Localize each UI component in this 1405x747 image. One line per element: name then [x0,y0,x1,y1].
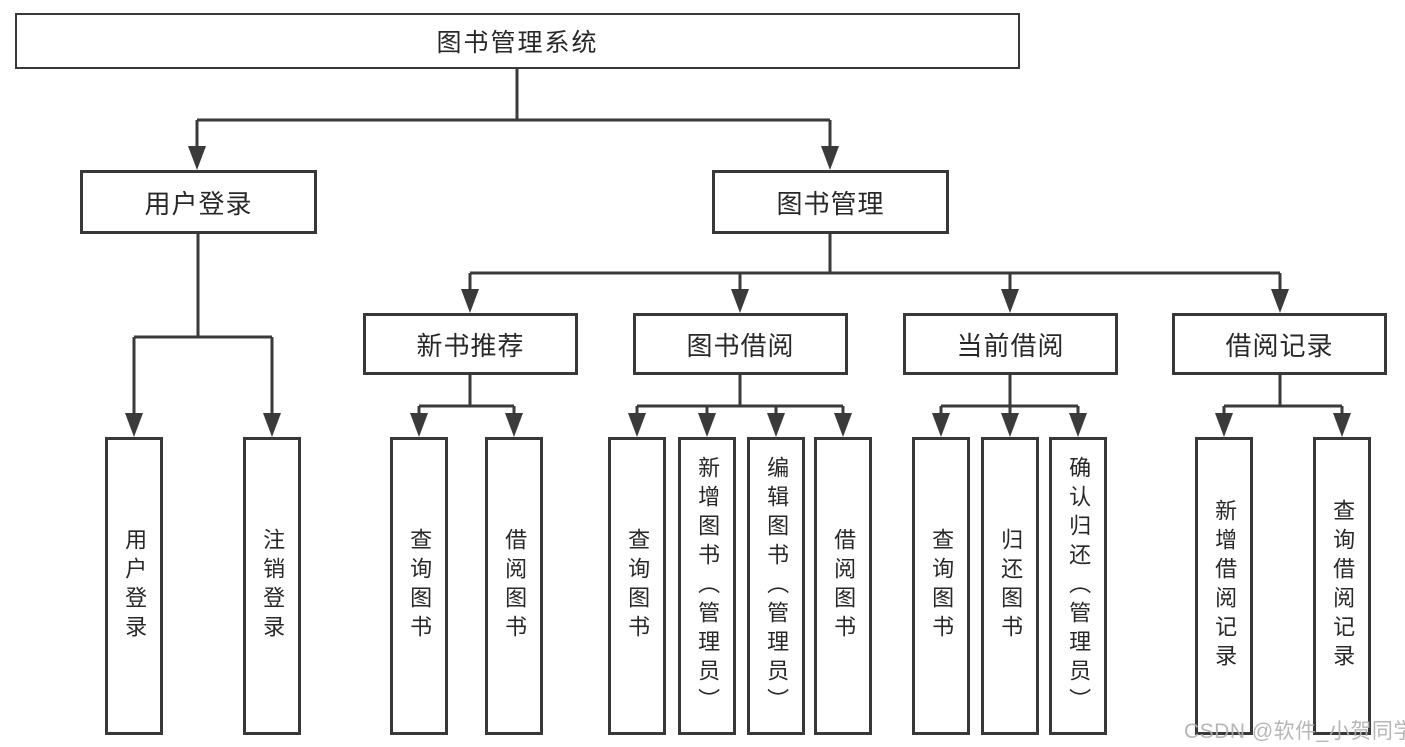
node-user-login: 用户登录 [80,170,317,234]
connector-borrow-records-children [1215,375,1351,437]
leaf-borrow-books-2: 借阅图书 [814,437,872,735]
leaf-logout: 注销登录 [243,437,301,735]
connector-new-book-children [410,375,523,437]
leaf-return-books: 归还图书 [981,437,1039,735]
leaf-edit-books-admin: 编辑图书（管理员） [747,437,805,735]
leaf-query-borrow-record: 查询借阅记录 [1313,437,1371,735]
connector-root-to-level1 [188,68,839,170]
leaf-query-books-1: 查询图书 [390,437,448,735]
connector-user-login-children [125,233,281,437]
node-root-system: 图书管理系统 [15,13,1020,69]
node-current-borrow: 当前借阅 [903,313,1118,375]
leaf-query-books-2: 查询图书 [608,437,666,735]
node-new-book-recommend: 新书推荐 [363,313,578,375]
node-book-management: 图书管理 [712,170,949,234]
node-book-borrow: 图书借阅 [633,313,848,375]
leaf-user-login: 用户登录 [105,437,163,735]
connector-current-borrow-children [932,375,1087,437]
connector-book-borrow-children [628,375,852,437]
node-borrow-records: 借阅记录 [1172,313,1387,375]
leaf-add-books-admin: 新增图书（管理员） [678,437,736,735]
leaf-query-books-3: 查询图书 [912,437,970,735]
leaf-confirm-return-admin: 确认归还（管理员） [1049,437,1107,735]
csdn-watermark: CSDN @软件_小贺同学 [1184,720,1405,743]
connector-book-mgmt-sections [461,233,1289,313]
leaf-add-borrow-record: 新增借阅记录 [1195,437,1253,735]
leaf-borrow-books-1: 借阅图书 [485,437,543,735]
